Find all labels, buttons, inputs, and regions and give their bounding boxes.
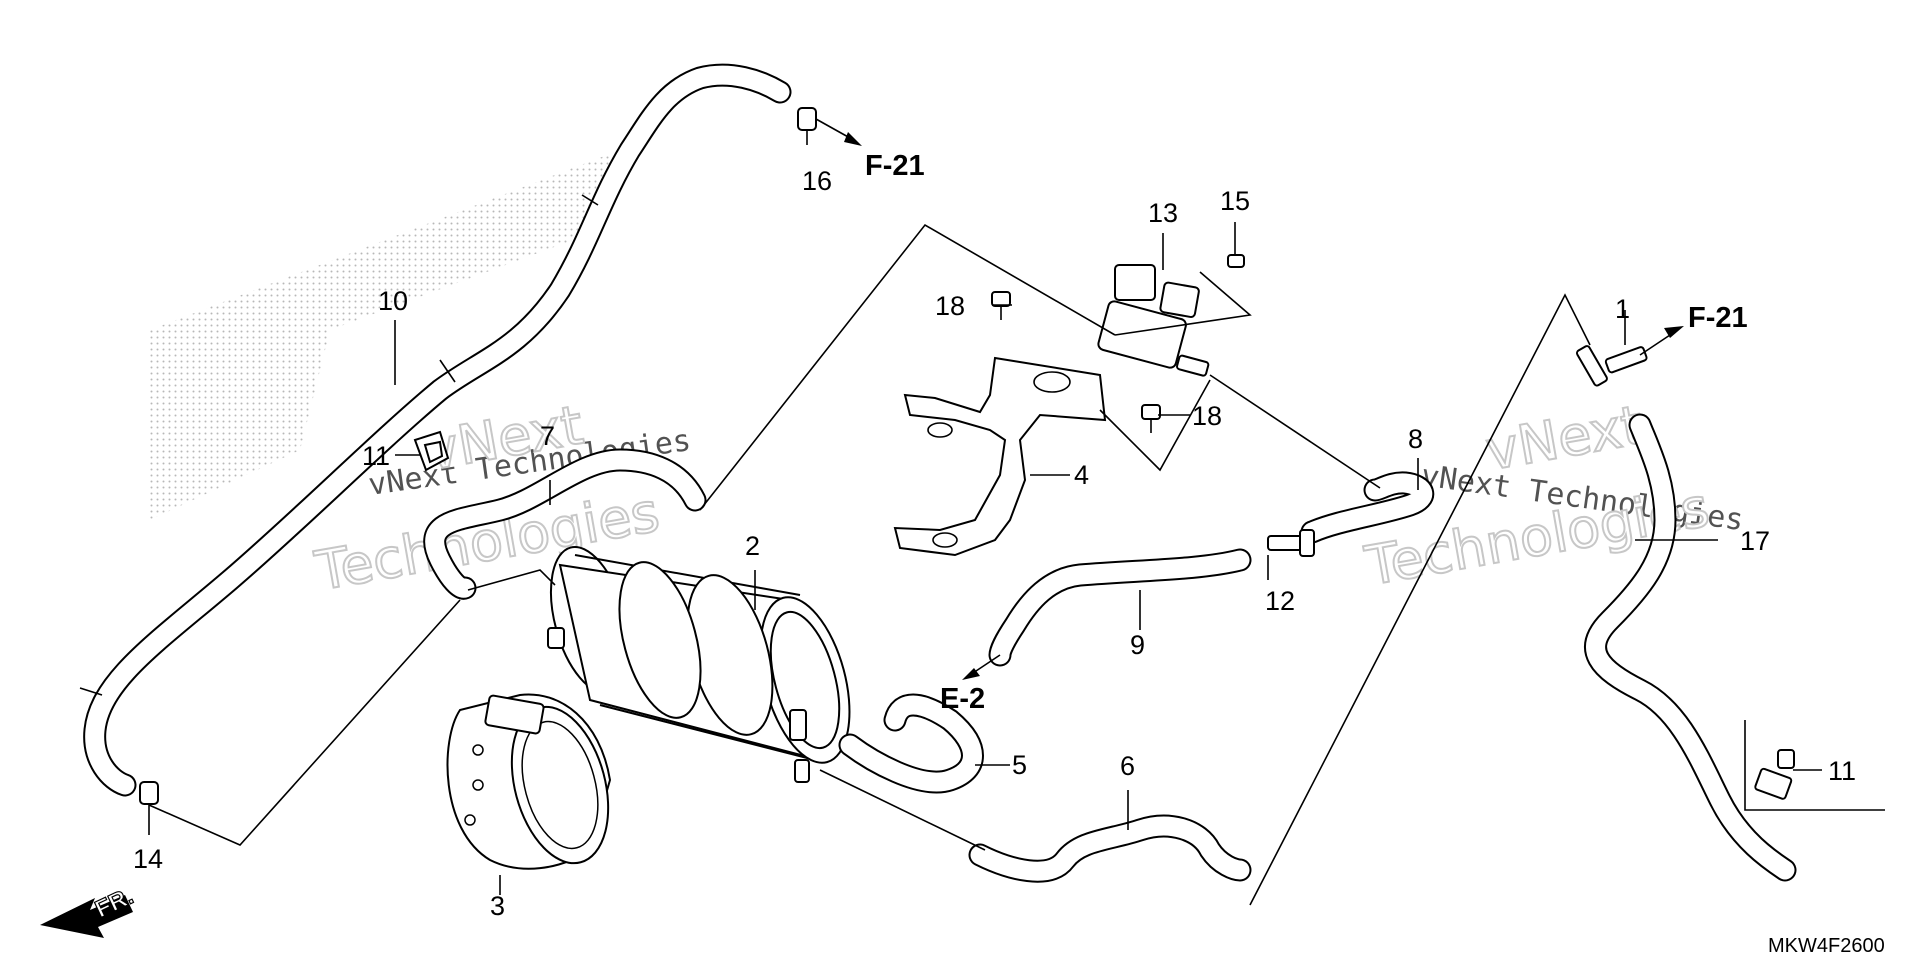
hose-5	[838, 693, 984, 794]
ref-label-f21-right: F-21	[1688, 302, 1748, 334]
leader-f21-right	[1639, 334, 1671, 356]
part-number-7: 7	[540, 421, 555, 451]
part-number-11-right: 11	[1828, 756, 1856, 786]
bolt-18-lower	[1141, 404, 1161, 433]
bracket-4	[893, 356, 1107, 557]
leader-16	[815, 118, 851, 139]
canister-2	[547, 545, 851, 783]
hose-9	[988, 548, 1252, 667]
tee-joint-1	[1575, 345, 1648, 387]
part-number-13: 13	[1148, 198, 1178, 228]
ref-label-f21-top: F-21	[865, 150, 925, 182]
clamp-16	[797, 107, 817, 145]
hose-10	[79, 63, 792, 797]
number-leaders	[394, 222, 1822, 895]
clip-11-left	[413, 430, 450, 472]
part-number-16: 16	[802, 166, 832, 196]
part-number-3: 3	[490, 891, 505, 921]
band-3	[446, 693, 612, 870]
part-number-15: 15	[1220, 186, 1250, 216]
part-number-1: 1	[1615, 294, 1630, 324]
part-number-10: 10	[378, 286, 408, 316]
bolt-18-upper	[991, 291, 1011, 320]
part-number-5: 5	[1012, 750, 1027, 780]
part-number-8: 8	[1408, 424, 1423, 454]
e2-arrow	[962, 654, 1001, 680]
clip-11-box	[1744, 720, 1885, 811]
callout-lines	[148, 223, 1591, 906]
frame-silhouette	[150, 150, 620, 520]
part-number-4: 4	[1074, 460, 1089, 490]
part-number-18-lower: 18	[1192, 401, 1222, 431]
arrow-f21-right	[1664, 326, 1684, 338]
part-number-18-upper: 18	[935, 291, 965, 321]
bolt-15	[1227, 254, 1245, 268]
hose-7	[423, 448, 707, 600]
joint-12	[1267, 529, 1315, 557]
hose-6	[968, 814, 1252, 883]
part-number-11-left: 11	[362, 441, 390, 471]
part-number-9: 9	[1130, 630, 1145, 660]
part-number-6: 6	[1120, 751, 1135, 781]
ref-label-e2: E-2	[940, 683, 985, 715]
part-number-2: 2	[745, 531, 760, 561]
clip-11-right	[1754, 749, 1795, 800]
front-arrow-icon	[40, 895, 133, 938]
hose-17	[1584, 413, 1797, 882]
hose-8	[1300, 471, 1434, 544]
solenoid-13	[1097, 264, 1210, 377]
part-number-17: 17	[1740, 526, 1770, 556]
watermark-top-right: vNext	[1481, 393, 1647, 482]
clamp-14	[139, 781, 159, 805]
arrow-f21-top	[844, 132, 862, 146]
part-number-12: 12	[1265, 586, 1295, 616]
diagram-code: MKW4F2600	[1768, 935, 1885, 957]
part-number-14: 14	[133, 844, 163, 874]
